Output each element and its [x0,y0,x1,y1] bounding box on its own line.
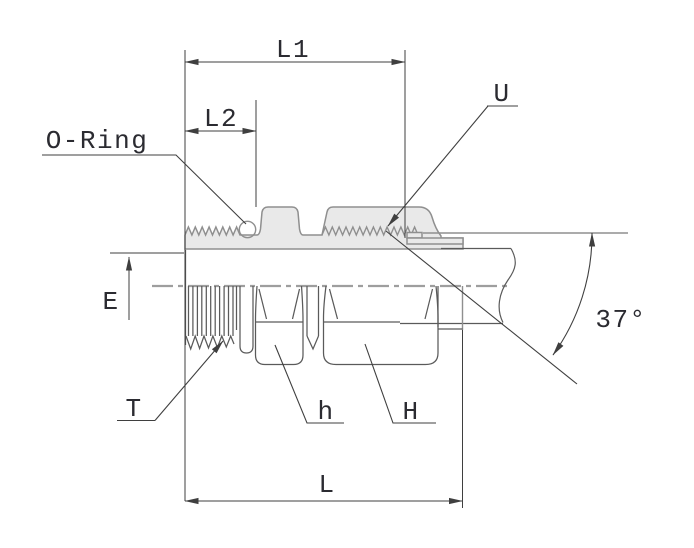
callout-hex-large: H [364,343,436,427]
flare-angle: 37° [385,230,646,385]
male-thread-lines [187,286,234,336]
external-view [184,250,439,366]
oring-circle [238,220,257,239]
oring-leader [42,154,247,225]
dimension-l2: L2 [184,100,257,207]
washer-tab [239,286,254,354]
hex-small-leader [274,344,344,424]
callout-t: T [117,340,224,424]
label-oring: O-Ring [46,126,149,156]
dimension-e: E [102,252,184,320]
label-u: U [493,79,510,109]
nut-hex [322,285,439,366]
hex-large-leader [364,343,436,424]
sleeve-ledge [406,237,464,245]
label-l: L [318,470,335,500]
dimension-l1: L1 [184,35,406,501]
male-thread-points [185,334,235,351]
label-l1: L1 [276,35,310,65]
body-section [184,206,464,250]
body-hex [254,285,304,366]
hex-neck [306,286,320,351]
label-flare-angle: 37° [595,305,646,335]
u-leader [387,105,489,227]
label-hex-large: H [402,397,419,427]
angle-arc [552,232,596,356]
label-t: T [125,394,142,424]
nut-thread-zigzag [321,225,419,237]
callout-oring: O-Ring [42,126,247,225]
tube-break-line [498,248,516,323]
t-leader [154,340,224,421]
callout-u: U [387,79,518,227]
label-l2: L2 [204,104,238,134]
callout-hex-small: h [274,344,344,427]
flare-cone-line [385,230,578,385]
label-e: E [102,287,119,317]
label-hex-small: h [317,397,334,427]
sleeve-step [406,231,423,239]
tube [400,247,516,330]
dimension-l: L [184,330,463,508]
